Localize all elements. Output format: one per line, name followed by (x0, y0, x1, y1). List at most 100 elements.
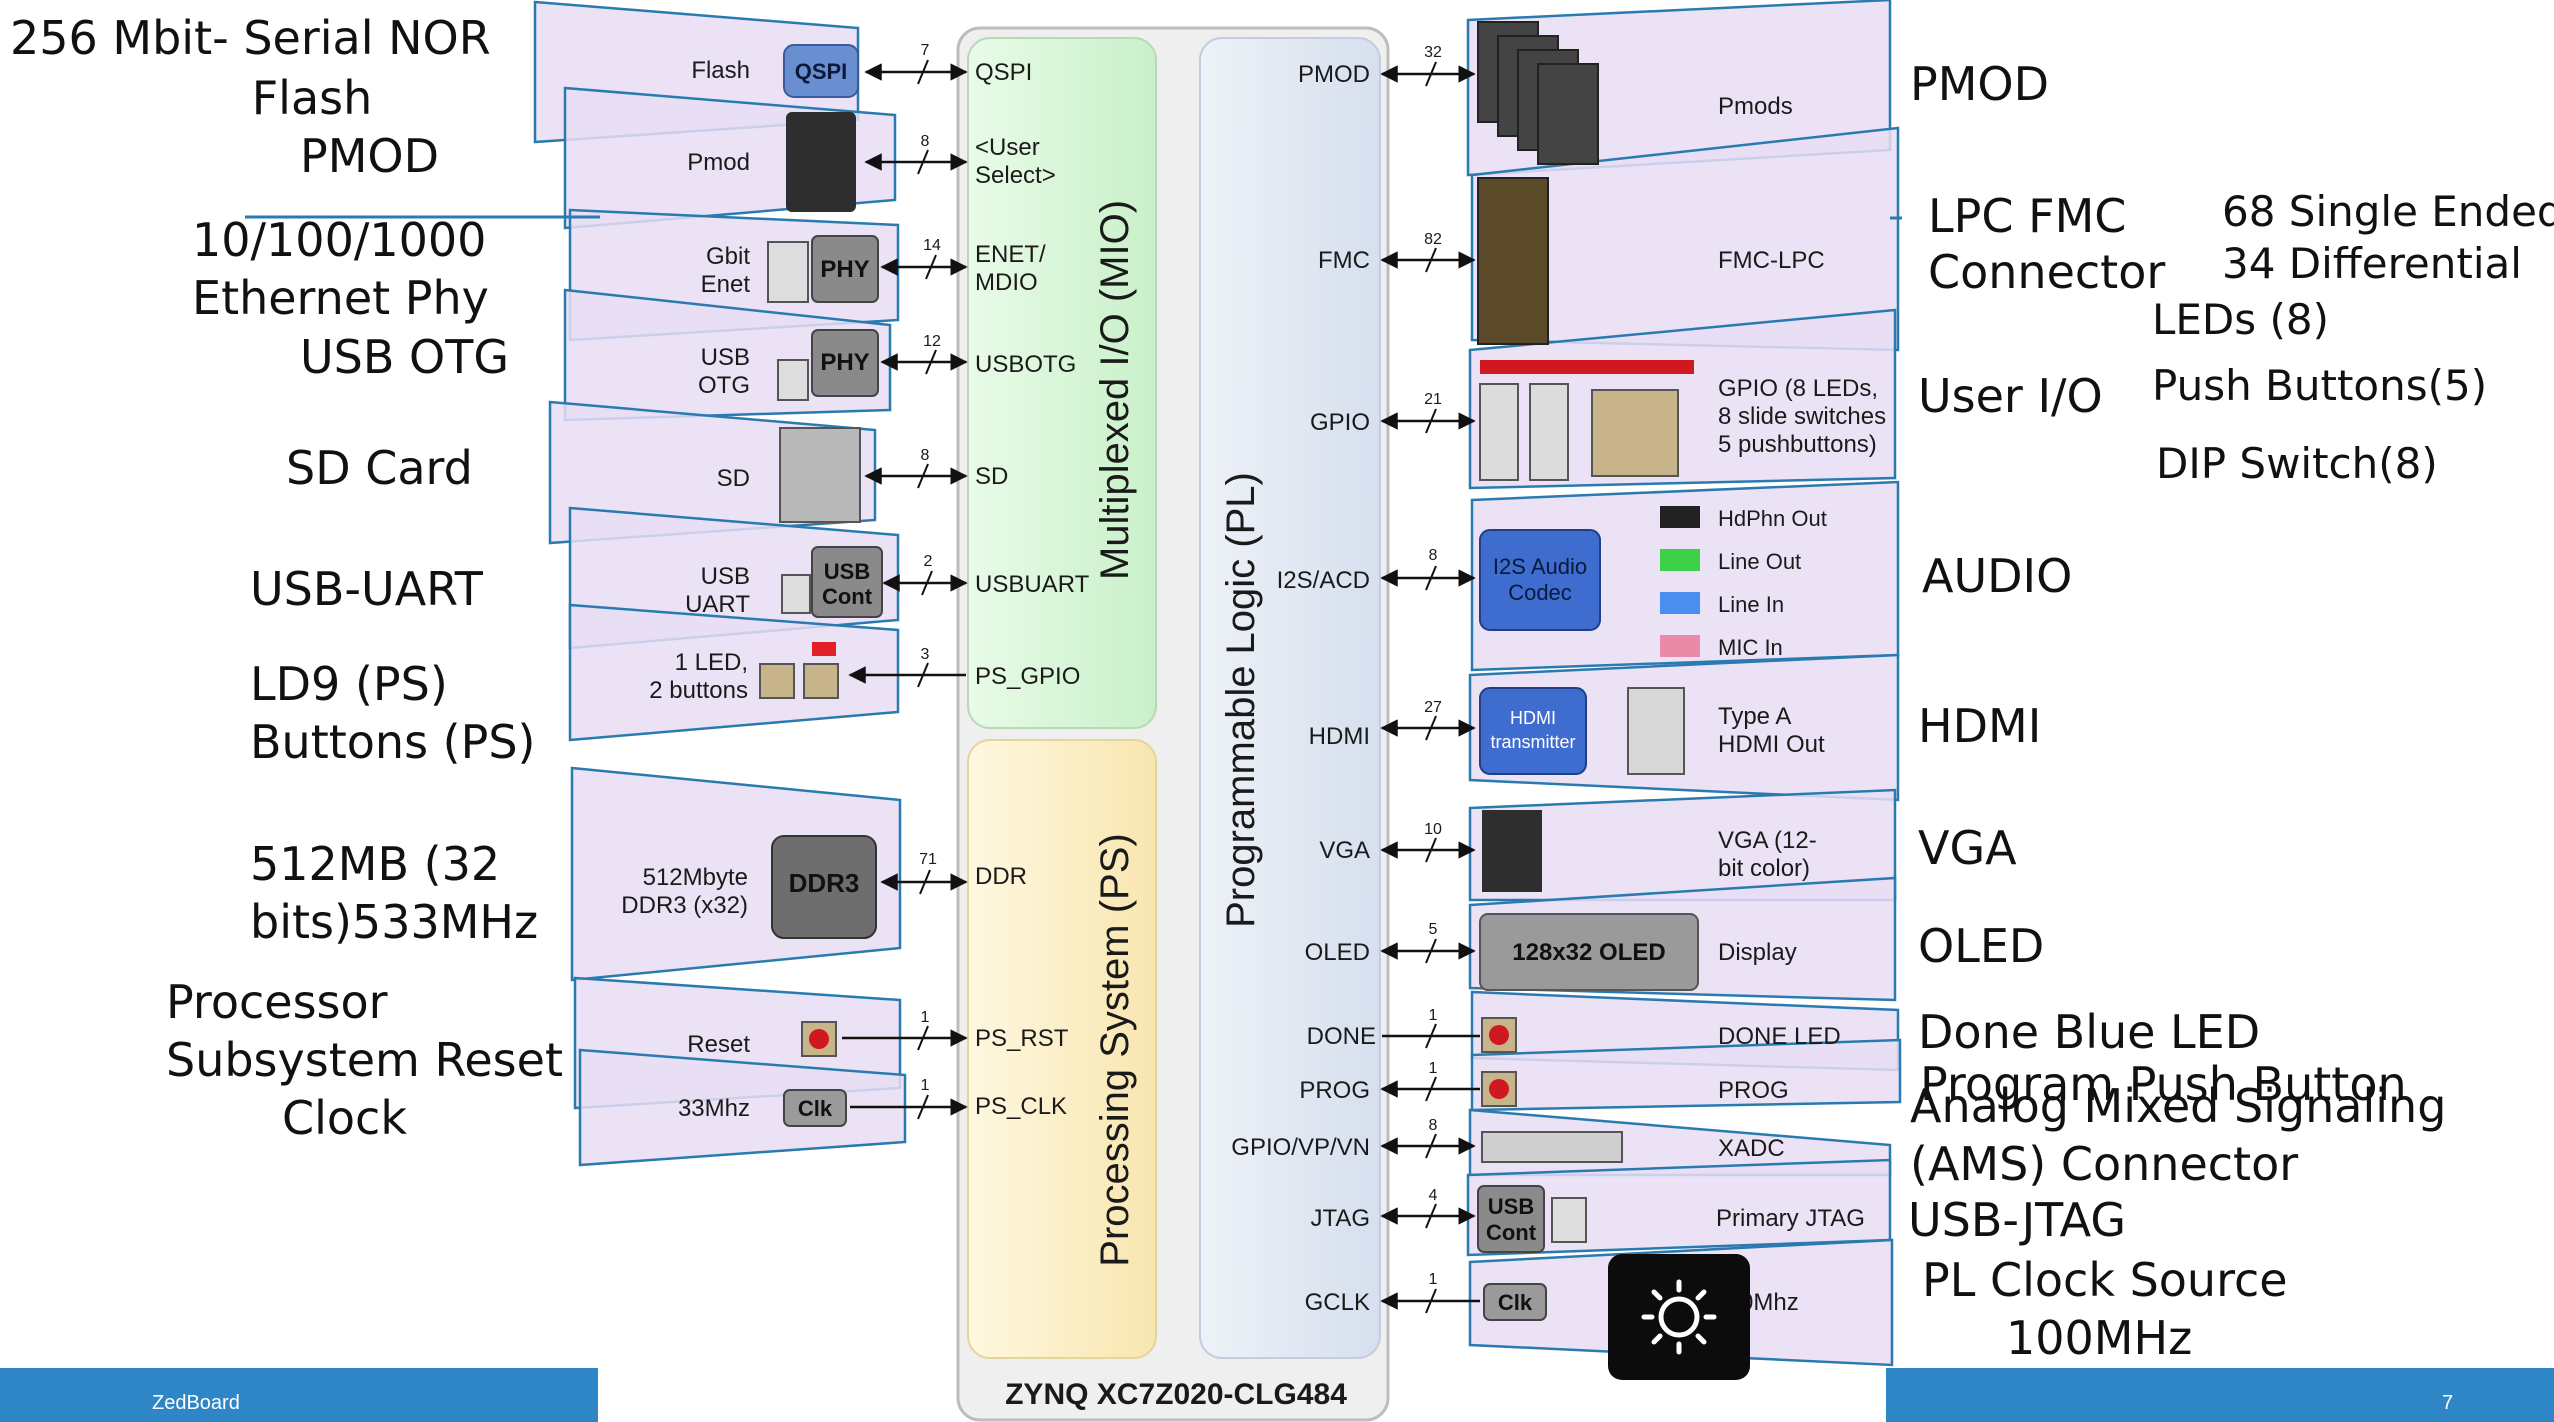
jtag-usb-jack (1551, 1197, 1587, 1243)
jack-line-in (1660, 592, 1700, 614)
device-reset: Reset (687, 1031, 750, 1058)
left-annotations: 256 Mbit- Serial NOR Flash PMOD 10/100/1… (10, 11, 563, 1145)
annot-reset-3: Clock (282, 1091, 407, 1145)
bus-slash-ddr (919, 869, 931, 895)
bus-count-gpio: 21 (1424, 391, 1442, 408)
usbuart-jack (781, 574, 811, 614)
device-usbuart-2: UART (685, 591, 750, 618)
annot-reset-1: Processor (166, 975, 388, 1029)
hdmi-port (1627, 687, 1685, 775)
annot-pmod: PMOD (300, 129, 439, 183)
ps-label: Processing System (PS) (1093, 833, 1137, 1266)
annot-ams-2: (AMS) Connector (1910, 1137, 2298, 1191)
sd-slot (779, 427, 861, 523)
bus-count-jtag: 4 (1429, 1187, 1438, 1204)
bus-count-xadc: 8 (1429, 1117, 1438, 1134)
bus-count-ddr: 71 (919, 851, 937, 868)
annot-vga: VGA (1918, 821, 2017, 875)
annot-fmc-2: Connector (1928, 245, 2165, 299)
annot-audio: AUDIO (1922, 549, 2072, 603)
brightness-button-bg[interactable] (1608, 1254, 1750, 1380)
bus-count-sd: 8 (921, 447, 930, 464)
pin-jtag: JTAG (1310, 1205, 1370, 1232)
pmod-connector-4 (1537, 63, 1599, 165)
annot-fmc-single: 68 Single Ended (2222, 187, 2554, 236)
jtag-usb-label-2: Cont (1486, 1220, 1537, 1245)
ps-clk-chip (783, 1089, 847, 1127)
pin-prog: PROG (1299, 1077, 1370, 1104)
bus-slash-pmod (917, 149, 929, 175)
jtag-usb-label-1: USB (1488, 1194, 1534, 1219)
annot-fmc-1: LPC FMC (1928, 189, 2126, 243)
hdmi-transmitter-label-2: transmitter (1490, 732, 1575, 752)
pin-user-select-2: Select> (975, 162, 1056, 189)
device-usbotg-1: USB (701, 344, 750, 371)
pin-i2s: I2S/ACD (1277, 567, 1370, 594)
annot-pl-clock-1: PL Clock Source (1922, 1253, 2288, 1307)
bus-slash-gpio (1425, 408, 1437, 434)
ps-region (967, 739, 1157, 1359)
bus-slash-sd (917, 463, 929, 489)
bus-slash-psclk (917, 1094, 929, 1120)
ps-button-2 (803, 663, 839, 699)
annot-nor-flash-2: Flash (252, 71, 373, 125)
reset-button-cap (809, 1029, 829, 1049)
annot-ld9-1: LD9 (PS) (250, 657, 448, 711)
jtag-usb-chip (1477, 1185, 1545, 1253)
oled-display (1479, 913, 1699, 991)
pin-psgpio: PS_GPIO (975, 663, 1080, 690)
bus-count-fmc: 82 (1424, 231, 1442, 248)
device-33mhz: 33Mhz (678, 1095, 750, 1122)
device-oled: Display (1718, 939, 1797, 966)
pin-enet-1: ENET/ (975, 241, 1046, 268)
device-fmc-lpc: FMC-LPC (1718, 247, 1825, 274)
left-row-usbuart: 2 USBUART USB UART USB Cont (685, 546, 1090, 618)
bus-count-audio: 8 (1429, 547, 1438, 564)
ps-button-1 (759, 663, 795, 699)
bus-count-pl-pmod: 32 (1424, 44, 1442, 61)
enet-jack (767, 241, 809, 303)
annot-usb-otg: USB OTG (300, 330, 509, 384)
device-xadc: XADC (1718, 1135, 1785, 1162)
pin-psrst: PS_RST (975, 1025, 1069, 1052)
pin-done: DONE (1307, 1023, 1376, 1050)
right-row-xadc: 8 GPIO/VP/VN XADC (1231, 1117, 1785, 1163)
bus-slash-oled (1425, 938, 1437, 964)
pin-enet-2: MDIO (975, 269, 1038, 296)
device-vga-1: VGA (12- (1718, 827, 1817, 854)
bus-slash-vga (1425, 837, 1437, 863)
left-row-pmod: 8 <User Select> Pmod (687, 112, 1056, 212)
bus-count-psclk: 1 (921, 1077, 930, 1094)
annot-push-buttons: Push Buttons(5) (2152, 361, 2487, 410)
jack-mic-in (1660, 635, 1700, 657)
brightness-settings-button[interactable] (1608, 1254, 1750, 1380)
jack-line-out (1660, 549, 1700, 571)
footer-bar-right (1886, 1368, 2554, 1422)
mio-region (967, 37, 1157, 729)
device-usbuart-1: USB (701, 563, 750, 590)
pin-vga: VGA (1319, 837, 1370, 864)
pin-qspi: QSPI (975, 59, 1032, 86)
annot-ld9-2: Buttons (PS) (250, 715, 536, 769)
bus-slash-gclk (1425, 1288, 1437, 1314)
usbuart-chip (811, 546, 883, 618)
pin-fmc: FMC (1318, 247, 1370, 274)
pin-psclk: PS_CLK (975, 1093, 1067, 1120)
audio-out-hdphn: HdPhn Out (1718, 506, 1827, 531)
left-row-sd: 8 SD SD (717, 427, 1008, 523)
jack-hdphn (1660, 506, 1700, 528)
audio-out-line-out: Line Out (1718, 549, 1801, 574)
bus-slash-qspi (917, 59, 929, 85)
bus-slash-jtag (1425, 1203, 1437, 1229)
usbotg-jack (777, 359, 809, 401)
vga-connector (1482, 810, 1542, 892)
device-ddr-2: DDR3 (x32) (621, 892, 748, 919)
bus-slash-prog (1425, 1076, 1437, 1102)
left-row-enet: 14 ENET/ MDIO Gbit Enet PHY (701, 235, 1046, 303)
device-enet-1: Gbit (706, 243, 750, 270)
pin-gclk: GCLK (1305, 1289, 1370, 1316)
right-row-hdmi: 27 HDMI HDMI transmitter Type A HDMI Out (1309, 687, 1825, 775)
right-row-done: 1 DONE DONE LED (1307, 1007, 1841, 1053)
chip-name: ZYNQ XC7Z020-CLG484 (1005, 1378, 1347, 1411)
xadc-header (1481, 1131, 1623, 1163)
